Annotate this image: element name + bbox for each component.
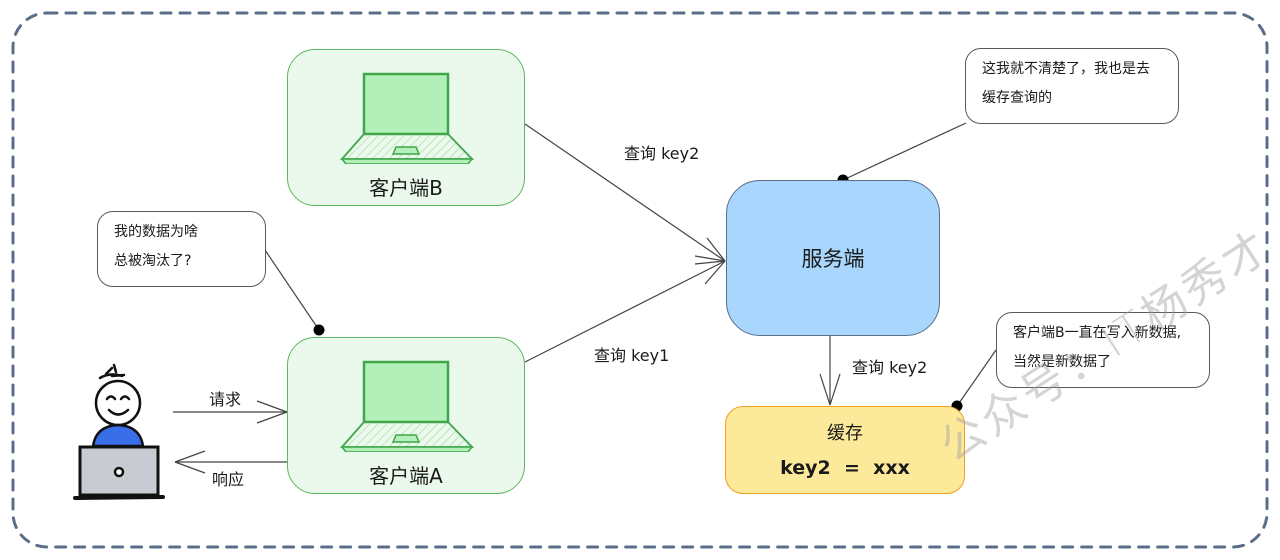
edge-label-client-a-query: 查询 key1 bbox=[594, 346, 670, 365]
edge-label-request: 请求 bbox=[209, 390, 242, 409]
bubble-line: 当然是新数据了 bbox=[1013, 354, 1111, 370]
server-label: 服务端 bbox=[801, 247, 865, 271]
edge-label-server-cache-query: 查询 key2 bbox=[852, 358, 928, 377]
client-b-label: 客户端B bbox=[369, 176, 443, 200]
bubble-server-answer: 这我就不清楚了，我也是去 缓存查询的 bbox=[965, 48, 1179, 124]
edge-client-a-to-server bbox=[524, 260, 726, 363]
connector-client-a-bubble bbox=[264, 249, 325, 336]
bubble-line: 这我就不清楚了，我也是去 bbox=[982, 61, 1150, 77]
bubble-line: 缓存查询的 bbox=[982, 90, 1052, 106]
cache-title: 缓存 bbox=[827, 423, 863, 444]
user-figure-icon bbox=[73, 363, 165, 500]
laptop-icon bbox=[340, 72, 474, 164]
bubble-line: 我的数据为啥 bbox=[114, 224, 198, 240]
server-node[interactable]: 服务端 bbox=[726, 180, 940, 336]
cache-node[interactable]: 缓存 key2 = xxx bbox=[725, 406, 965, 494]
connector-server-bubble bbox=[837, 122, 967, 186]
bubble-line: 总被淘汰了? bbox=[114, 253, 192, 269]
outer-dashed-frame bbox=[11, 11, 1269, 549]
laptop-icon bbox=[340, 360, 474, 452]
edge-server-to-cache bbox=[819, 336, 841, 406]
bubble-client-a-question: 我的数据为啥 总被淘汰了? bbox=[97, 211, 266, 287]
cache-content: key2 = xxx bbox=[780, 457, 910, 479]
bubble-line: 客户端B一直在写入新数据, bbox=[1013, 325, 1182, 341]
bubble-cache-explanation: 客户端B一直在写入新数据, 当然是新数据了 bbox=[996, 312, 1210, 388]
edge-label-response: 响应 bbox=[212, 470, 245, 489]
edge-label-client-b-query: 查询 key2 bbox=[624, 144, 700, 163]
edge-client-a-to-user bbox=[174, 450, 287, 474]
edge-client-b-to-server bbox=[524, 123, 726, 262]
client-a-label: 客户端A bbox=[369, 464, 443, 488]
client-a-node[interactable]: 客户端A bbox=[287, 337, 525, 494]
edge-user-to-client-a bbox=[173, 400, 288, 424]
client-b-node[interactable]: 客户端B bbox=[287, 49, 525, 206]
